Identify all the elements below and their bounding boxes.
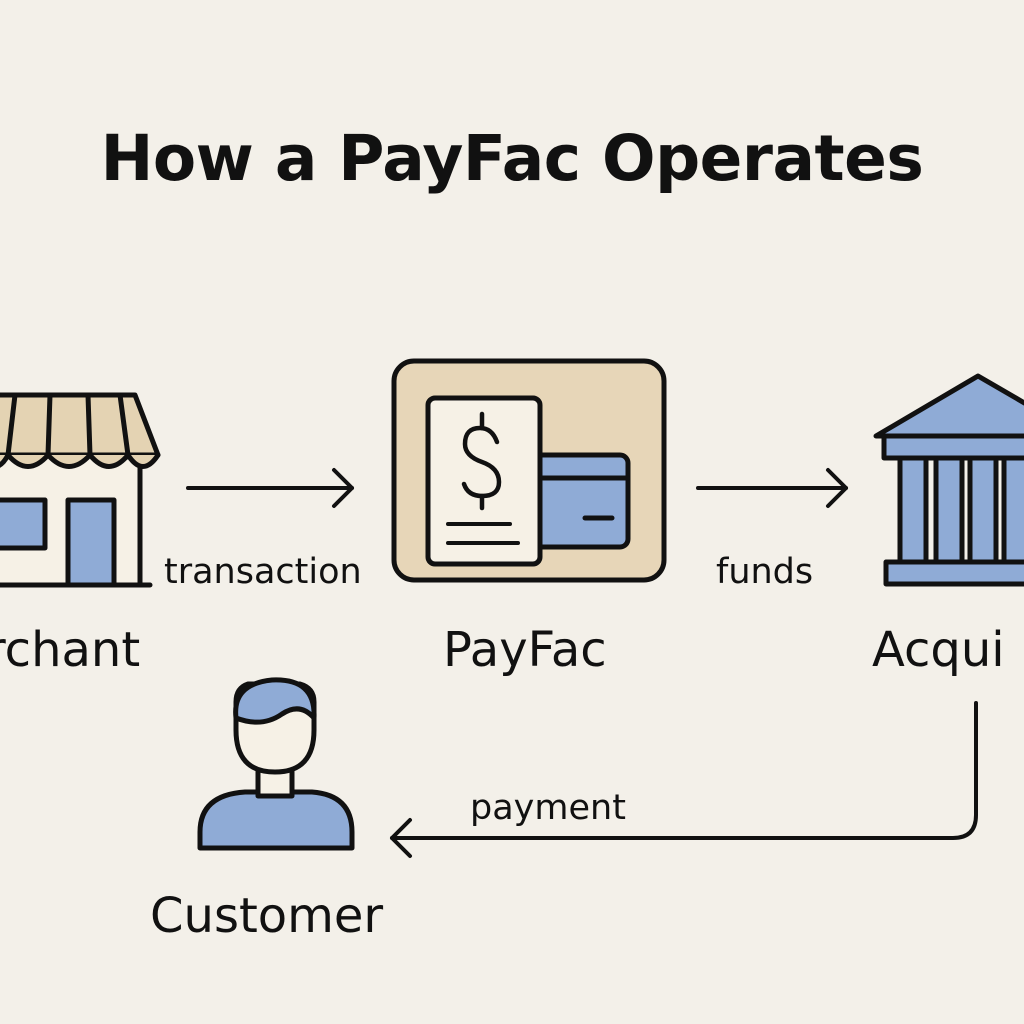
funds-arrow bbox=[696, 468, 848, 508]
customer-label: Customer bbox=[150, 888, 384, 944]
payfac-label: PayFac bbox=[443, 622, 607, 678]
payment-card-receipt-icon bbox=[391, 358, 667, 583]
payment-arrow bbox=[390, 701, 978, 858]
funds-label: funds bbox=[716, 552, 814, 592]
transaction-arrow bbox=[186, 468, 354, 508]
storefront-icon bbox=[0, 392, 161, 588]
person-icon bbox=[197, 677, 355, 851]
merchant-label: rchant bbox=[0, 622, 141, 678]
payment-label: payment bbox=[470, 788, 626, 828]
bank-building-icon bbox=[873, 373, 1024, 587]
diagram-title: How a PayFac Operates bbox=[100, 122, 924, 195]
acquirer-label: Acqui bbox=[872, 622, 1005, 678]
transaction-label: transaction bbox=[164, 552, 362, 592]
